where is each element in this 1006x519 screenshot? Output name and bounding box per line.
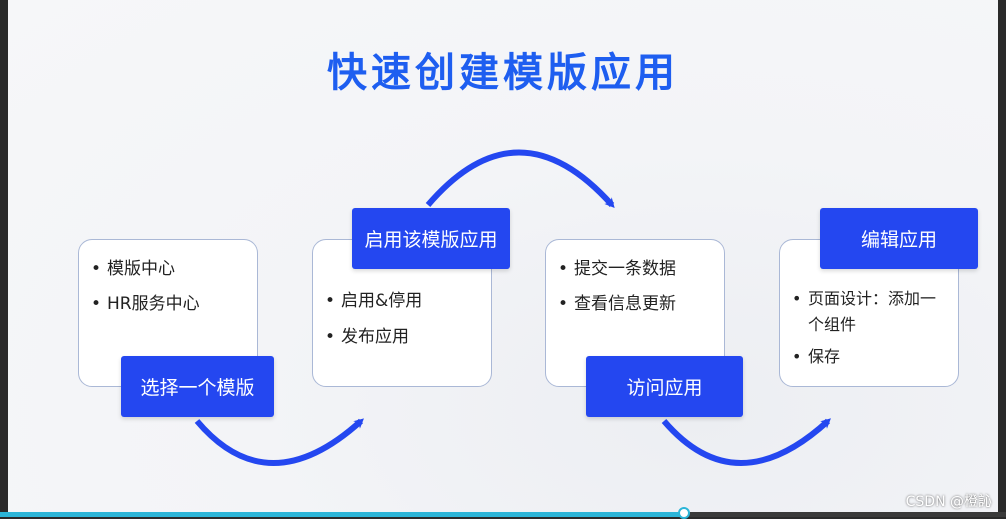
step-2-bullet-1: 启用&停用 bbox=[323, 288, 483, 314]
progress-fill bbox=[0, 512, 685, 517]
step-3-bullet-1: 提交一条数据 bbox=[556, 256, 716, 282]
step-2-label: 启用该模版应用 bbox=[352, 208, 510, 269]
step-4-label: 编辑应用 bbox=[820, 208, 978, 269]
step-3-label: 访问应用 bbox=[586, 356, 743, 417]
step-1-bullet-2: HR服务中心 bbox=[89, 291, 249, 317]
step-1-label: 选择一个模版 bbox=[121, 356, 274, 417]
arrow-step1-to-step2 bbox=[194, 418, 364, 466]
slide: 快速创建模版应用 模版中心 HR服务中心 选择一个模版 启用&停用 发布应用 启… bbox=[8, 0, 998, 512]
step-4-bullet-2: 保存 bbox=[790, 344, 950, 370]
step-4-bullet-1: 页面设计：添加一个组件 bbox=[790, 286, 950, 338]
progress-knob[interactable] bbox=[678, 507, 691, 519]
step-2-bullet-2: 发布应用 bbox=[323, 324, 483, 350]
slide-title: 快速创建模版应用 bbox=[327, 50, 679, 96]
step-3-bullet-2: 查看信息更新 bbox=[556, 291, 716, 317]
watermark: CSDN @橙訫 bbox=[905, 494, 992, 510]
video-progress-bar[interactable] bbox=[0, 507, 1006, 519]
arrow-step2-to-step3 bbox=[425, 149, 615, 208]
flow-arrows bbox=[194, 149, 831, 466]
arrow-step3-to-step4 bbox=[661, 418, 831, 466]
step-1-bullet-1: 模版中心 bbox=[89, 256, 249, 282]
